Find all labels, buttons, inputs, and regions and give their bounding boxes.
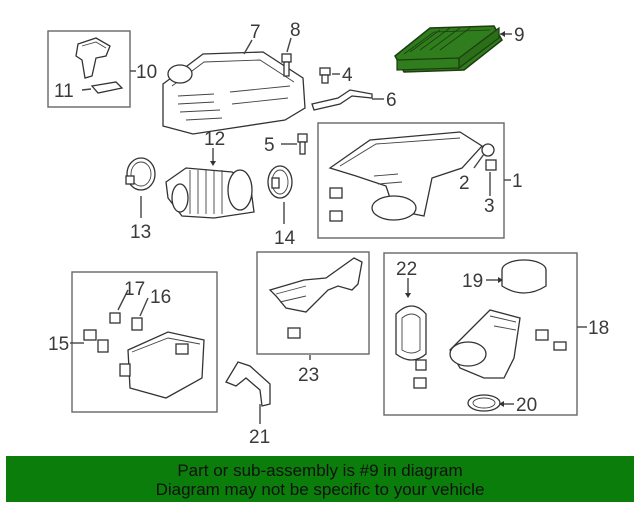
intake-duct-part-12 [165,167,255,219]
nut-part-3 [485,159,497,171]
grommet-part-23 [287,327,301,339]
resonator-part-15 [127,331,205,399]
clamp-part-14 [267,165,293,199]
bracket-part-6 [311,89,373,111]
intake-tube-part-18 [449,309,521,379]
callout-13: 13 [130,222,151,243]
callout-6: 6 [386,90,397,111]
bolt-part-2 [481,143,495,157]
callout-20: 20 [516,395,537,416]
grommet-tube [413,329,567,389]
bolt-part-8 [281,53,292,77]
callout-5: 5 [264,135,275,156]
banner-line-disclaimer: Diagram may not be specific to your vehi… [155,480,485,499]
clamp-part-13 [125,157,156,191]
grommet-resonator [83,329,131,377]
callout-22: 22 [396,259,417,280]
callout-7: 7 [250,22,261,43]
callout-12: 12 [204,129,225,150]
bracket-part-23 [268,257,363,313]
seal-part-20 [467,394,501,412]
callout-1: 1 [512,171,523,192]
bracket-part-21 [225,361,271,407]
callout-3: 3 [484,196,495,217]
callout-4: 4 [342,65,353,86]
callout-21: 21 [249,427,270,448]
duct-ring-part-19 [501,259,547,294]
callout-9: 9 [514,25,525,46]
bolt-part-5 [297,133,308,155]
callout-17: 17 [124,279,145,300]
callout-2: 2 [459,173,470,194]
gasket-part-11 [90,81,124,94]
diagram-notice-banner: Part or sub-assembly is #9 in diagram Di… [6,456,634,502]
air-cleaner-cover-part-7 [162,51,306,135]
callout-10: 10 [136,62,157,83]
resonator-part-22 [395,305,427,361]
grommet-part-16 [131,317,143,331]
parts-diagram: 9 10 11 7 8 4 6 5 12 2 1 3 13 14 17 16 1… [47,20,609,448]
banner-line-part-reference: Part or sub-assembly is #9 in diagram [177,461,463,480]
air-filter-part-9 [394,25,503,73]
callout-19: 19 [462,271,483,292]
callout-16: 16 [150,287,171,308]
grommet-housing [329,187,343,222]
bolt-part-4 [319,67,331,84]
mass-airflow-sensor [75,37,111,79]
callout-23: 23 [298,365,319,386]
callout-18: 18 [588,318,609,339]
air-cleaner-housing-part-1 [328,131,484,221]
callout-8: 8 [290,20,301,41]
callout-15: 15 [48,334,69,355]
callout-11: 11 [54,81,74,102]
callout-14: 14 [274,228,296,249]
grommet-part-17 [109,312,121,324]
